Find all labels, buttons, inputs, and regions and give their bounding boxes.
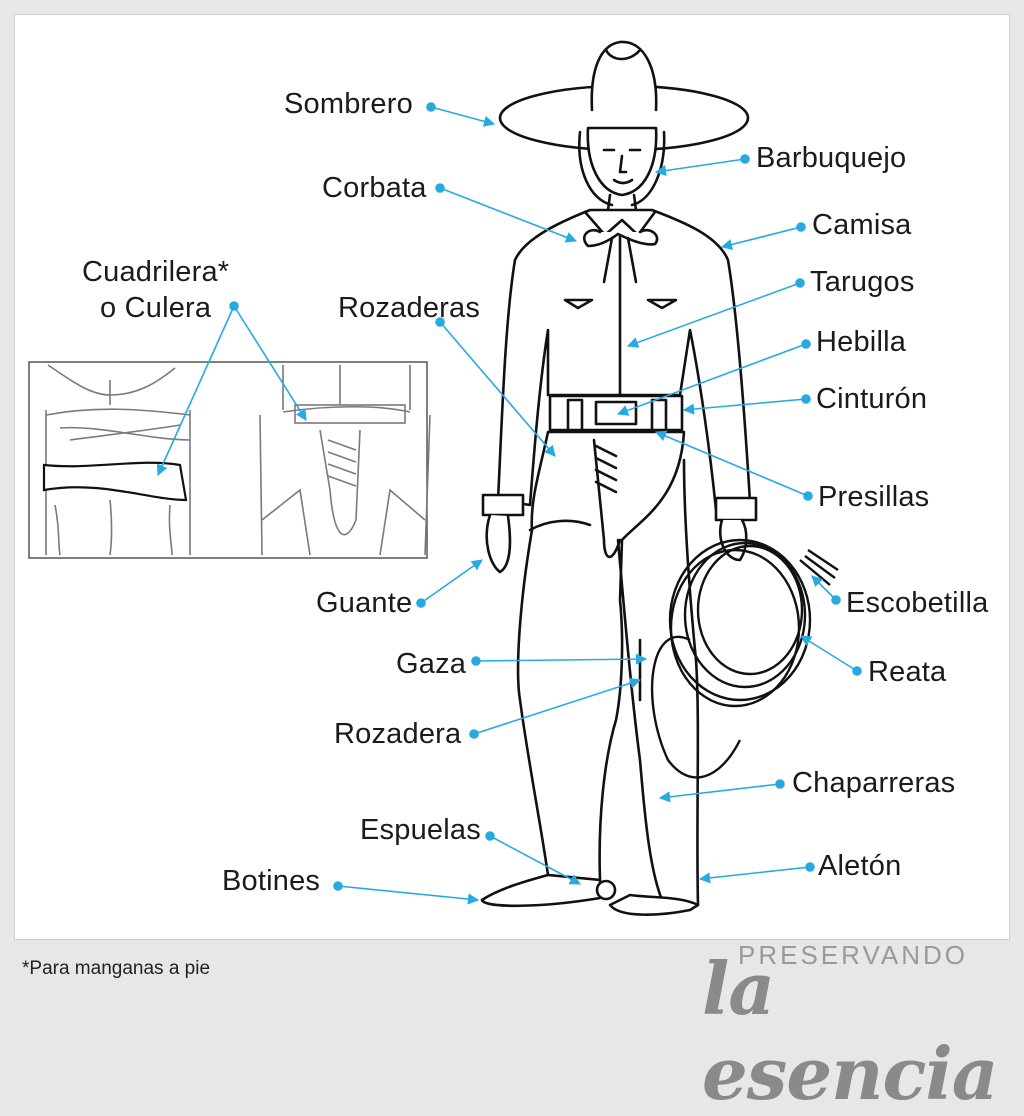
pointer-arrows	[157, 102, 862, 905]
charro-illustration	[28, 40, 862, 916]
label-camisa: Camisa	[812, 209, 912, 241]
label-hebilla: Hebilla	[816, 326, 907, 358]
label-reata: Reata	[868, 656, 947, 688]
label-cinturon: Cinturón	[816, 383, 928, 415]
label-barbuquejo: Barbuquejo	[756, 142, 907, 174]
charro-figure	[480, 40, 758, 916]
label-rozaderas: Rozaderas	[338, 292, 481, 324]
label-botines: Botines	[222, 865, 321, 897]
label-gaza: Gaza	[396, 648, 467, 680]
label-guante: Guante	[316, 587, 413, 619]
label-tarugos: Tarugos	[810, 266, 915, 298]
label-rozadera: Rozadera	[334, 718, 462, 750]
label-escobetilla: Escobetilla	[846, 587, 989, 619]
label-espuelas: Espuelas	[360, 814, 481, 846]
reata-rope	[650, 538, 839, 779]
label-presillas: Presillas	[818, 481, 930, 513]
label-chaparreras: Chaparreras	[792, 767, 956, 799]
logo-la-esencia: la esencia	[702, 946, 998, 1116]
label-sombrero: Sombrero	[284, 88, 413, 120]
label-corbata: Corbata	[322, 172, 427, 204]
cuadrilera-inset	[28, 361, 431, 559]
footnote: *Para manganas a pie	[22, 958, 211, 979]
label-cuadrilera: Cuadrilera* o Culera	[82, 256, 230, 324]
logo-preservando: PRESERVANDO	[738, 940, 968, 970]
label-aleton: Aletón	[818, 850, 902, 882]
